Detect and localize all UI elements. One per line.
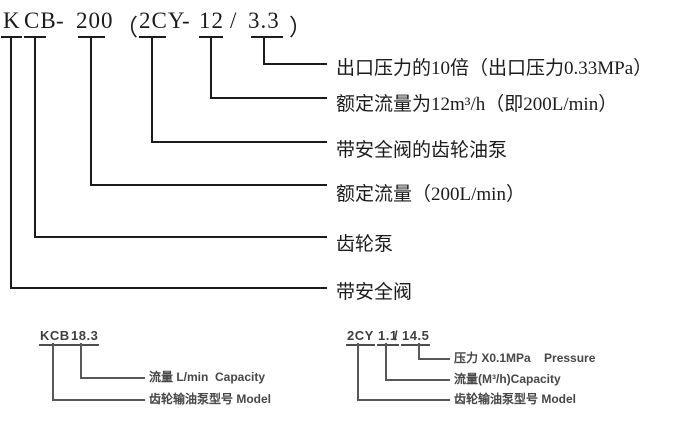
kcb-connector-horizontal-capacity <box>80 377 145 379</box>
callout-with-safety-valve: 带安全阀 <box>336 282 413 303</box>
model-code-segment-3-3: 3.3 <box>248 8 280 33</box>
kcb-legend-code: KCB <box>39 328 71 346</box>
connector-vertical-3-3 <box>263 36 265 65</box>
kcb-connector-vertical-code <box>52 343 54 401</box>
model-code-segment-k: K <box>3 8 21 33</box>
connector-vertical-12 <box>210 36 212 99</box>
callout-gear-pump: 齿轮泵 <box>336 234 394 255</box>
callout-outlet-pressure: 出口压力的10倍（出口压力0.33MPa） <box>336 58 653 79</box>
kcb-legend-capacity-label: 流量 L/min Capacity <box>149 370 266 384</box>
model-code-close-paren: ） <box>289 15 313 40</box>
model-code-dash-2: - <box>182 8 191 33</box>
cy-connector-horizontal-flow <box>385 379 450 381</box>
kcb-legend-model-label: 齿轮输油泵型号 Model <box>149 392 271 406</box>
cy-connector-vertical-flow <box>385 343 387 381</box>
model-code-slash: / <box>230 8 238 33</box>
connector-horizontal-200 <box>90 184 327 186</box>
cy-legend-pressure-label: 压力 X0.1MPa Pressure <box>454 351 596 365</box>
tick-under-3-3 <box>251 36 283 38</box>
callout-rated-flow-lmin: 额定流量（200L/min） <box>336 184 525 205</box>
cy-legend-flow-value: 1.1 <box>377 328 399 346</box>
cy-connector-horizontal-pressure <box>418 358 450 360</box>
callout-gear-pump-with-safety-valve: 带安全阀的齿轮油泵 <box>336 140 508 161</box>
connector-horizontal-2cy <box>151 141 327 143</box>
connector-vertical-cb <box>34 36 36 238</box>
kcb-connector-horizontal-model <box>52 399 145 401</box>
model-code-segment-2cy: 2CY <box>139 8 186 33</box>
model-code-segment-cb: CB <box>24 8 57 33</box>
cy-connector-vertical-pressure <box>418 343 420 360</box>
model-code-segment-12: 12 <box>199 8 224 33</box>
model-code-dash-1: - <box>56 8 65 33</box>
callout-rated-flow-m3h: 额定流量为12m³/h（即200L/min） <box>336 94 618 115</box>
cy-connector-vertical-code <box>357 343 359 401</box>
model-code-open-paren: （ <box>115 15 139 40</box>
kcb-legend-value: 18.3 <box>70 328 100 346</box>
kcb-connector-vertical-value <box>80 343 82 379</box>
cy-connector-horizontal-model <box>357 399 450 401</box>
connector-horizontal-cb <box>34 236 327 238</box>
cy-legend-model-label: 齿轮输油泵型号 Model <box>454 392 576 406</box>
cy-legend-code: 2CY <box>346 328 375 346</box>
connector-vertical-200 <box>90 36 92 186</box>
cy-legend-pressure-value: 14.5 <box>401 328 431 346</box>
connector-horizontal-k <box>10 287 327 289</box>
cy-legend-separator: / <box>394 328 398 343</box>
connector-vertical-2cy <box>151 36 153 143</box>
cy-legend-capacity-label: 流量(M³/h)Capacity <box>454 372 561 386</box>
model-code-segment-200: 200 <box>76 8 114 33</box>
connector-horizontal-3-3 <box>263 63 327 65</box>
connector-vertical-k <box>10 36 12 289</box>
connector-horizontal-12 <box>210 97 327 99</box>
